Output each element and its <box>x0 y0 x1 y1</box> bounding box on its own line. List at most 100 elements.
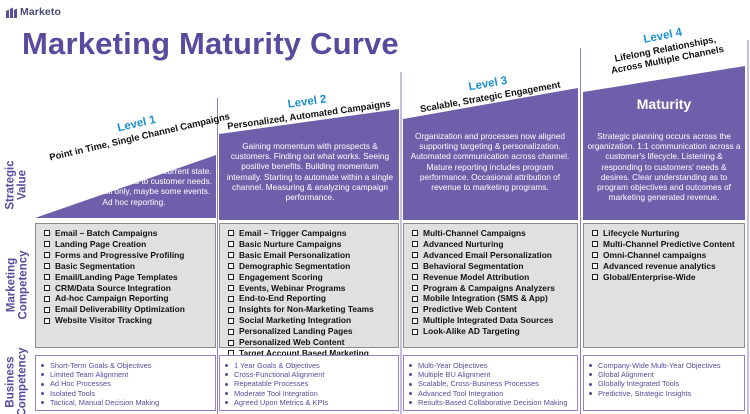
competency-label: Forms and Progressive Profiling <box>55 249 185 260</box>
business-item: Results-Based Collaborative Decision Mak… <box>409 398 577 407</box>
competency-label: CRM/Data Source Integration <box>55 282 171 293</box>
competency-label: Insights for Non-Marketing Teams <box>239 304 374 315</box>
competency-item: Ad-hoc Campaign Reporting <box>44 293 215 304</box>
competency-label: Advanced Nurturing <box>423 238 504 249</box>
business-item: Limited Team Alignment <box>41 370 215 379</box>
competency-item: Look-Alike AD Targeting <box>412 326 577 337</box>
logo-text: Marketo <box>20 6 61 18</box>
competency-item: Multi-Channel Campaigns <box>412 228 577 239</box>
checkbox-icon <box>412 317 418 324</box>
competency-label: Global/Enterprise-Wide <box>603 271 696 282</box>
checkbox-icon <box>44 263 50 270</box>
maturity-title: Maturity <box>636 96 692 112</box>
checkbox-icon <box>44 317 50 324</box>
business-label: Ad Hoc Processes <box>50 379 111 389</box>
checkbox-icon <box>228 263 234 270</box>
competency-label: Basic Email Personalization <box>239 249 351 260</box>
competency-label: Predictive Web Content <box>423 304 517 315</box>
competency-label: Ad-hoc Campaign Reporting <box>55 293 169 304</box>
marketo-bars-icon <box>6 7 17 18</box>
competency-label: Email – Trigger Campaigns <box>239 228 347 238</box>
bullet-icon <box>409 382 412 386</box>
level-3-value-panel <box>403 88 578 220</box>
competency-label: Landing Page Creation <box>55 238 147 249</box>
business-item: Repeatable Processes <box>225 379 398 388</box>
checkbox-icon <box>412 306 418 313</box>
bullet-icon <box>409 400 412 404</box>
checkbox-icon <box>412 252 418 259</box>
competency-label: Multiple Integrated Data Sources <box>423 315 554 326</box>
competency-label: Website Visitor Tracking <box>55 315 152 326</box>
bullet-icon <box>409 391 412 395</box>
bullet-icon <box>409 373 412 377</box>
competency-label: Social Marketing Integration <box>239 315 352 326</box>
competency-label: Revenue Model Attribution <box>423 271 530 282</box>
checkbox-icon <box>228 274 234 281</box>
competency-item: Predictive Web Content <box>412 304 577 315</box>
business-label: Company-Wide Multi-Year Objectives <box>598 361 721 370</box>
business-item: Tactical, Manual Decision Making <box>41 398 215 407</box>
bullet-icon <box>589 373 592 377</box>
competency-item: Advanced revenue analytics <box>592 261 744 272</box>
business-label: 1 Year Goals & Objectives <box>234 361 320 370</box>
competency-item: Multiple Integrated Data Sources <box>412 315 577 326</box>
competency-label: Advanced Email Personalization <box>423 249 552 260</box>
competency-item: Landing Page Creation <box>44 239 215 250</box>
checkbox-icon <box>228 230 234 237</box>
competency-label: Advanced revenue analytics <box>603 260 716 271</box>
bullet-icon <box>225 400 228 404</box>
business-item: Company-Wide Multi-Year Objectives <box>589 361 744 370</box>
business-label: Tactical, Manual Decision Making <box>50 397 160 407</box>
bullet-icon <box>41 391 44 395</box>
bullet-icon <box>225 373 228 377</box>
business-item: Multiple BU Alignment <box>409 370 577 379</box>
level-2-value-panel <box>219 109 399 220</box>
business-item: 1 Year Goals & Objectives <box>225 361 398 370</box>
competency-item: Global/Enterprise-Wide <box>592 272 744 283</box>
business-label: Global Alignment <box>598 370 654 380</box>
competency-label: Look-Alike AD Targeting <box>423 326 520 337</box>
business-item: Moderate Tool Integration <box>225 389 398 398</box>
competency-item: Behavioral Segmentation <box>412 261 577 272</box>
bullet-icon <box>589 364 592 368</box>
business-label: Advanced Tool Integration <box>418 388 504 398</box>
competency-item: CRM/Data Source Integration <box>44 283 215 294</box>
business-item: Agreed Upon Metrics & KPIs <box>225 398 398 407</box>
business-item: Scalable, Cross-Business Processes <box>409 379 577 388</box>
competency-label: Email Deliverability Optimization <box>55 304 185 315</box>
checkbox-icon <box>44 241 50 248</box>
competency-label: Email/Landing Page Templates <box>55 271 178 282</box>
competency-item: Forms and Progressive Profiling <box>44 250 215 261</box>
business-item: Multi-Year Objectives <box>409 361 577 370</box>
level-1-value-text: Recognizing inefficiencies of current st… <box>56 166 212 207</box>
competency-label: Lifecycle Nurturing <box>603 228 680 238</box>
business-label: Isolated Tools <box>50 388 96 398</box>
bullet-icon <box>225 364 228 368</box>
competency-item: Lifecycle Nurturing <box>592 228 744 239</box>
checkbox-icon <box>228 295 234 302</box>
competency-item: Engagement Scoring <box>228 272 398 283</box>
bullet-icon <box>41 400 44 404</box>
page-title: Marketing Maturity Curve <box>22 26 399 61</box>
competency-item: Personalized Web Content <box>228 337 398 348</box>
level-1-value-panel <box>35 155 216 218</box>
checkbox-icon <box>228 241 234 248</box>
competency-label: Multi-Channel Campaigns <box>423 228 526 238</box>
checkbox-icon <box>228 306 234 313</box>
business-item: Short-Term Goals & Objectives <box>41 361 215 370</box>
checkbox-icon <box>228 284 234 291</box>
business-item: Globally Integrated Tools <box>589 379 744 388</box>
competency-item: Mobile Integration (SMS & App) <box>412 293 577 304</box>
business-item: Global Alignment <box>589 370 744 379</box>
checkbox-icon <box>592 252 598 259</box>
competency-item: Email Deliverability Optimization <box>44 304 215 315</box>
competency-label: Basic Segmentation <box>55 260 136 271</box>
